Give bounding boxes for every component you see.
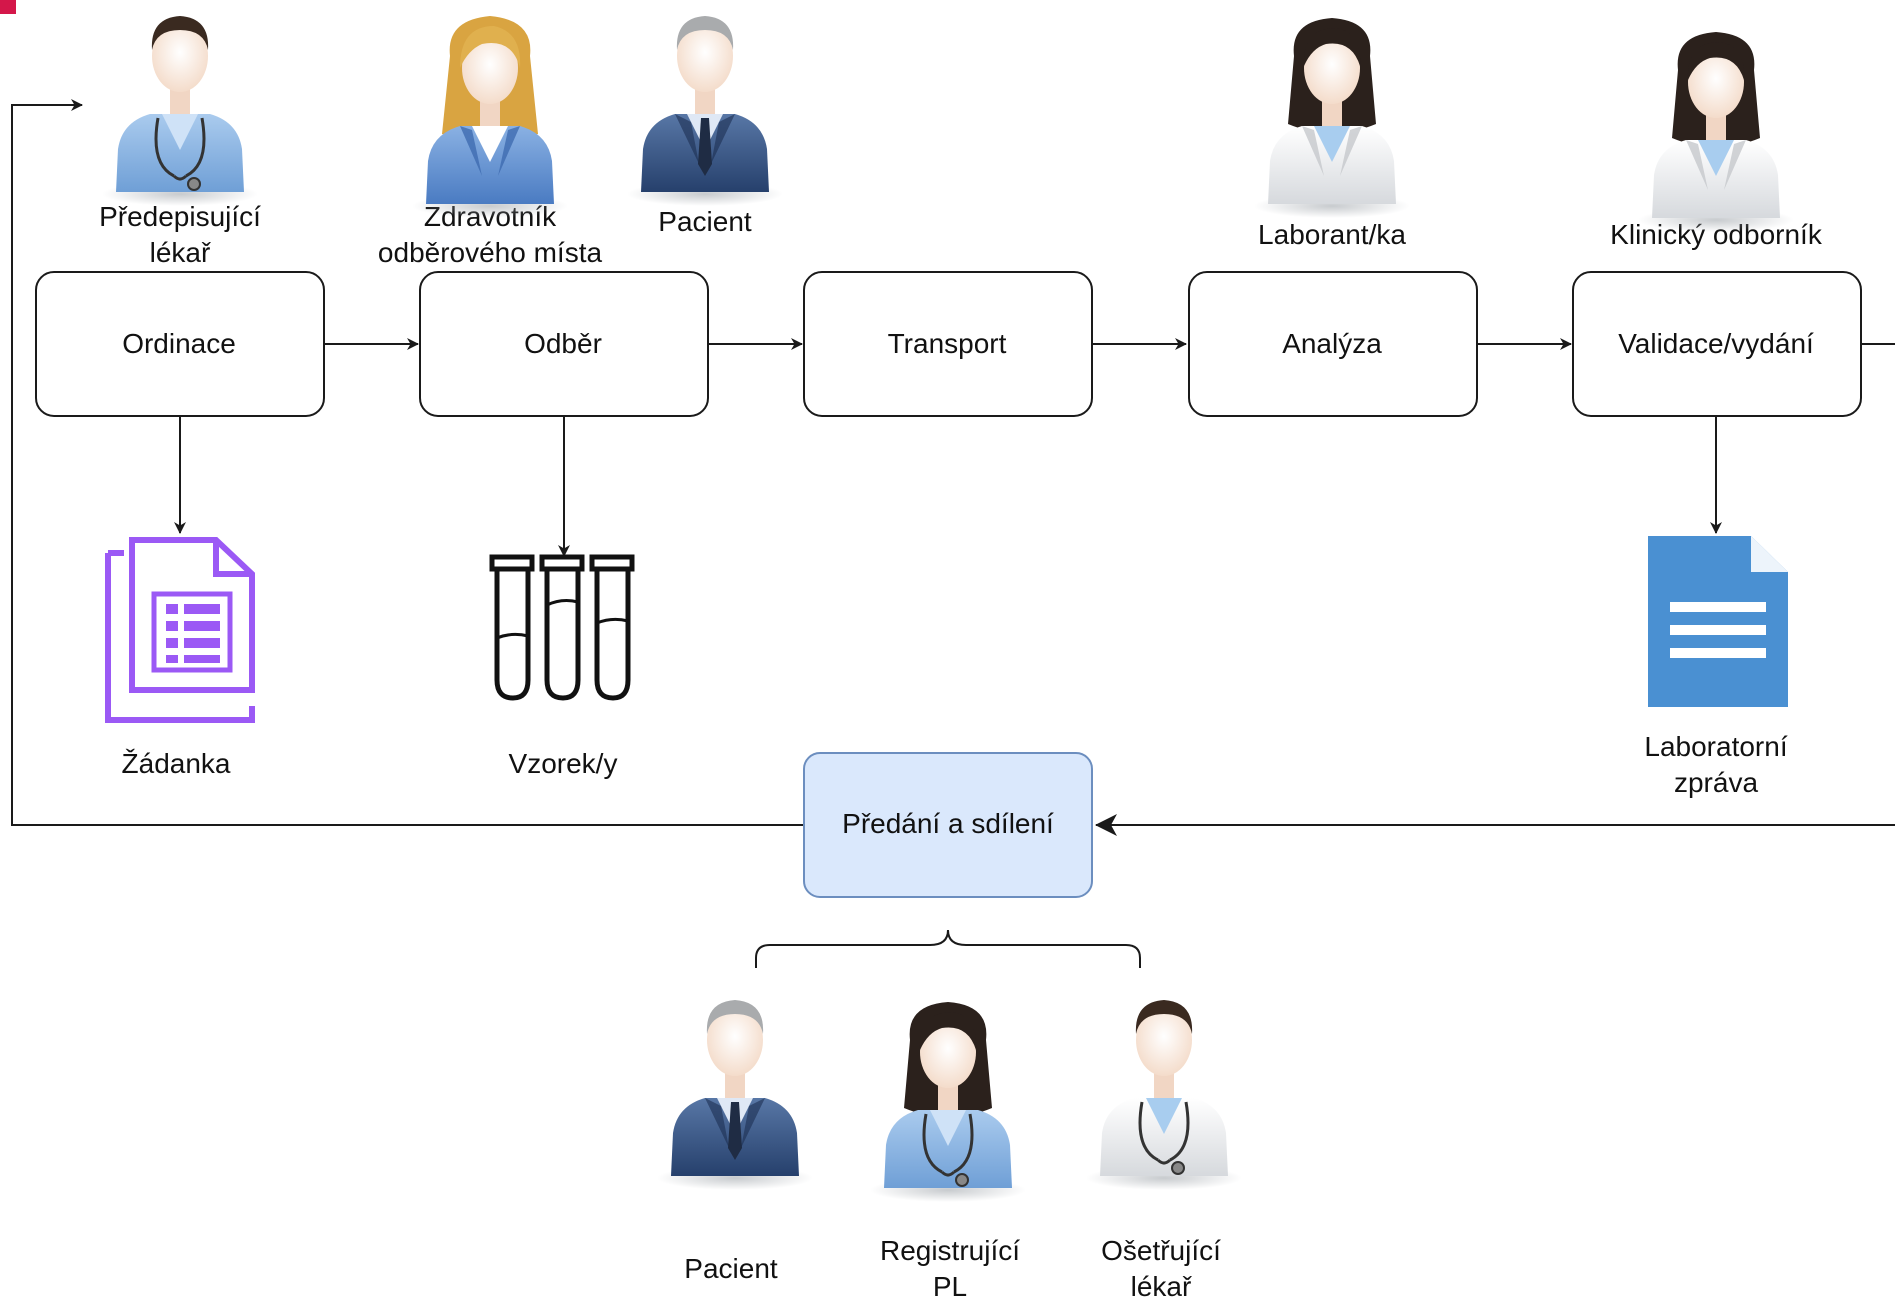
labels: Ordinace Odběr Transport Analýza Validac… bbox=[99, 201, 1823, 1300]
share-label: Předání a sdílení bbox=[842, 808, 1054, 839]
step-label-odber: Odběr bbox=[524, 328, 602, 359]
step-box-odber[interactable] bbox=[419, 271, 709, 417]
process-row bbox=[35, 271, 1862, 417]
corner-mark bbox=[0, 0, 16, 14]
doctor-scrubs-icon bbox=[102, 16, 258, 206]
people bbox=[102, 16, 1794, 1202]
step-label-analyza: Analýza bbox=[1282, 328, 1382, 359]
step-label-ordinace: Ordinace bbox=[122, 328, 236, 359]
test-tube-icon bbox=[489, 554, 535, 701]
actor-label-patient-top: Pacient bbox=[658, 206, 752, 237]
doctor-white-coat-icon bbox=[1086, 1000, 1242, 1190]
test-tube-icon bbox=[539, 554, 585, 701]
connector-feedback-loop bbox=[11, 99, 804, 826]
actor-label-prescribing-doctor: Předepisující bbox=[99, 201, 261, 232]
artifact-label-zprava-2: zpráva bbox=[1674, 767, 1758, 798]
patient-suit-icon bbox=[657, 1000, 813, 1190]
test-tube-icon bbox=[589, 554, 635, 701]
step-label-transport: Transport bbox=[888, 328, 1007, 359]
recipient-label-treating-doctor: Ošetřující bbox=[1101, 1235, 1221, 1266]
gp-nurse-icon bbox=[870, 1002, 1026, 1202]
step-label-validace: Validace/vydání bbox=[1618, 328, 1814, 359]
nurse-blonde-icon bbox=[412, 16, 568, 218]
artifact-label-vzorek: Vzorek/y bbox=[509, 748, 618, 779]
actor-label-prescribing-doctor-2: lékař bbox=[150, 237, 211, 268]
recipient-label-gp: Registrující bbox=[880, 1235, 1020, 1266]
recipients-brace bbox=[755, 929, 1141, 968]
step-box-validace[interactable] bbox=[1572, 271, 1862, 417]
lab-report-icon bbox=[1648, 536, 1788, 707]
actor-label-collector-2: odběrového místa bbox=[378, 237, 603, 268]
request-form-icon bbox=[105, 537, 255, 723]
step-box-transport[interactable] bbox=[803, 271, 1093, 417]
recipient-label-treating-doctor-2: lékař bbox=[1131, 1271, 1192, 1300]
test-tubes-icon bbox=[489, 554, 635, 701]
recipient-label-patient: Pacient bbox=[684, 1253, 778, 1284]
step-box-ordinace[interactable] bbox=[35, 271, 325, 417]
connectors bbox=[11, 99, 1895, 968]
step-box-analyza[interactable] bbox=[1188, 271, 1478, 417]
actor-label-lab-technician: Laborant/ka bbox=[1258, 219, 1406, 250]
patient-suit-icon bbox=[627, 16, 783, 206]
artifact-label-zprava: Laboratorní bbox=[1644, 731, 1787, 762]
artifact-label-zadanka: Žádanka bbox=[122, 748, 231, 779]
share-box[interactable] bbox=[803, 752, 1093, 898]
lab-technician-icon bbox=[1254, 18, 1410, 218]
clinical-specialist-icon bbox=[1638, 32, 1794, 232]
recipient-label-gp-2: PL bbox=[933, 1271, 967, 1300]
